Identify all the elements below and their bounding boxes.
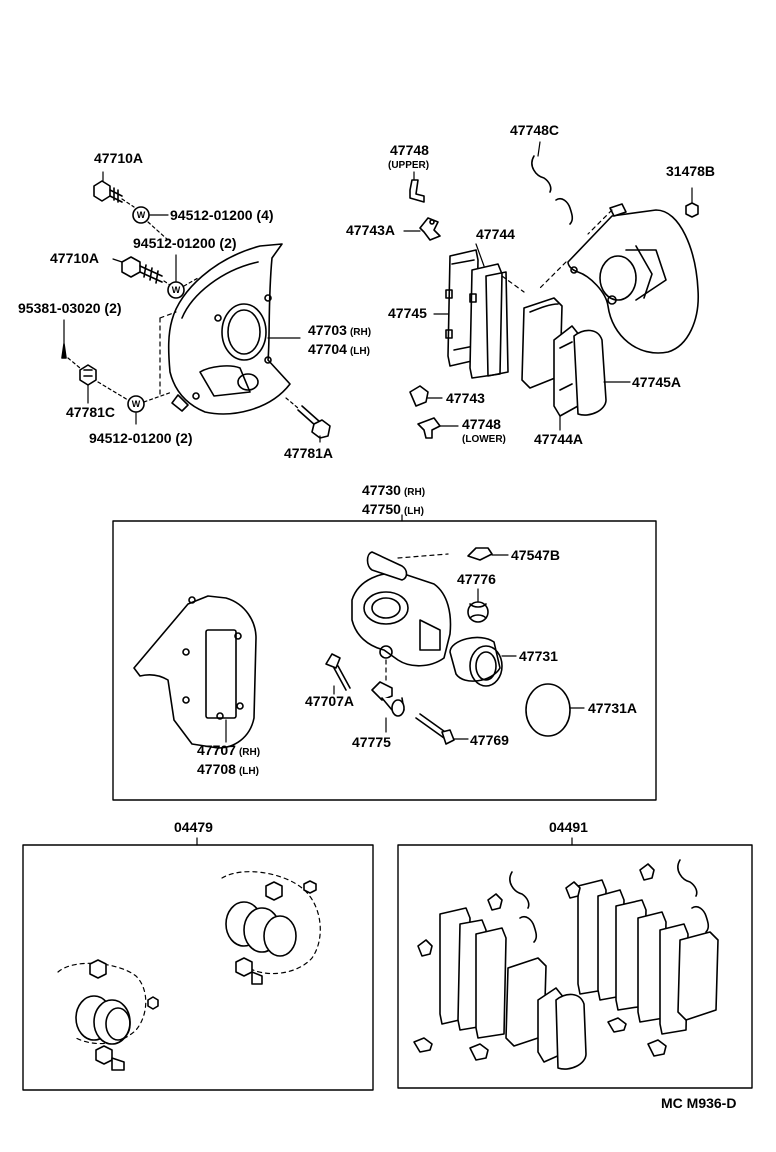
kit-04479-box (22, 844, 374, 1091)
boot-47776-icon (467, 601, 489, 623)
part-47748-upper-label: 47748 (390, 142, 429, 158)
pad-47744-icon (469, 263, 509, 379)
caliper-assembly-box (112, 520, 657, 801)
washer-glyph: W (172, 285, 181, 295)
washer-glyph: W (132, 399, 141, 409)
kit-04491-label: 04491 (549, 819, 588, 835)
pin-95381-icon (61, 319, 67, 359)
nut-47781c-icon (79, 364, 97, 386)
clip-lower-icon (417, 417, 441, 439)
washer-icon (127, 395, 145, 413)
part-47710a-mid-label: 47710A (50, 250, 100, 266)
torque-plate-icon (567, 203, 699, 354)
spring-47743a-icon (419, 217, 441, 241)
part-47710a-top-label: 47710A (94, 150, 144, 166)
part-47781c-label: 47781C (66, 404, 116, 420)
diagram-code: MC M936-D (661, 1095, 737, 1111)
bolt-47710a-top-icon (93, 180, 123, 203)
seal-47731a-icon (525, 683, 571, 737)
nut-31478b-icon (685, 202, 699, 218)
dust-cover-group (61, 171, 331, 443)
part-47731-label: 47731 (519, 648, 558, 664)
washer-glyph: W (137, 210, 146, 220)
caliper-body-icon (351, 551, 452, 667)
part-47707a-label: 47707A (305, 693, 355, 709)
part-31478b-label: 31478B (666, 163, 716, 179)
part-47748-lower-label: 47748 (462, 416, 501, 432)
kit-04491-box (397, 844, 753, 1089)
part-47703-47704-label: 47703(RH) 47704(LH) (308, 322, 372, 357)
washer-icon (132, 206, 150, 224)
part-47748-lower-tag: (LOWER) (462, 434, 506, 445)
part-47744a-label: 47744A (534, 431, 584, 447)
part-47731a-label: 47731A (588, 700, 638, 716)
clip-47743-icon (409, 385, 429, 407)
part-47748c-label: 47748C (510, 122, 560, 138)
part-94512-2b-label: 94512-01200 (2) (89, 430, 193, 446)
kit-04479-label: 04479 (174, 819, 213, 835)
bolt-47707a-icon (325, 653, 351, 691)
shim-47745a-icon (573, 329, 607, 416)
caliper-group (133, 547, 585, 749)
wire-clip-47748c-icon (531, 155, 574, 225)
part-95381-label: 95381-03020 (2) (18, 300, 122, 316)
part-47743-label: 47743 (446, 390, 485, 406)
dust-cover-plate-icon (167, 243, 291, 415)
pad-kit-parts (413, 859, 719, 1070)
part-47707-47708-label: 47707(RH) 47708(LH) (197, 742, 261, 777)
part-47769-label: 47769 (470, 732, 509, 748)
clip-upper-icon (409, 179, 425, 203)
part-47547b-label: 47547B (511, 547, 561, 563)
bushing-47775-icon (371, 681, 405, 717)
pin-47769-icon (415, 713, 455, 745)
bleeder-47547b-icon (467, 547, 493, 561)
seal-kit-parts (57, 871, 321, 1071)
part-47781a-label: 47781A (284, 445, 334, 461)
bolt-47781a-icon (297, 405, 331, 439)
part-47776-label: 47776 (457, 571, 496, 587)
part-94512-4-label: 94512-01200 (4) (170, 207, 274, 223)
pad-group (403, 141, 699, 439)
part-47748-upper-tag: (UPPER) (388, 160, 430, 171)
part-47730-47750-label: 47730(RH) 47750(LH) (362, 482, 426, 517)
part-47744-label: 47744 (476, 226, 515, 242)
piston-47731-icon (449, 636, 503, 687)
bolt-47710a-mid-icon (121, 256, 163, 284)
part-94512-2a-label: 94512-01200 (2) (133, 235, 237, 251)
part-47743a-label: 47743A (346, 222, 396, 238)
part-47775-label: 47775 (352, 734, 391, 750)
part-47745-label: 47745 (388, 305, 427, 321)
part-47745a-label: 47745A (632, 374, 682, 390)
torque-plate-47707-icon (133, 595, 257, 749)
